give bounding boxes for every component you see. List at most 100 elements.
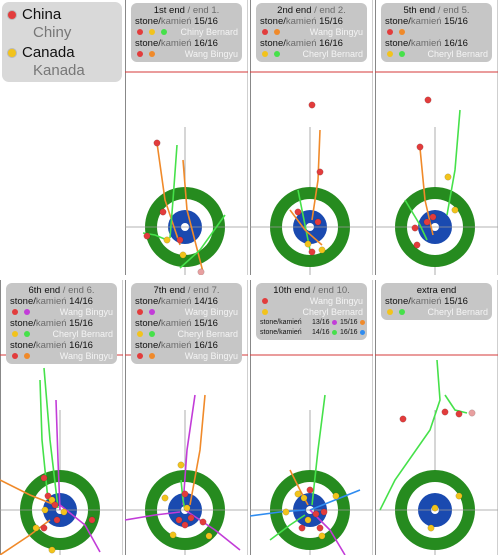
shot-row: Wang Bingyu (135, 307, 238, 318)
stone (40, 474, 48, 482)
stone-path (446, 109, 461, 216)
stone (300, 494, 308, 502)
stone (169, 531, 177, 539)
shot-marker-icon (137, 309, 143, 315)
shot-number: stone/kamień 16/16 (260, 38, 343, 49)
stone-path (184, 509, 241, 551)
stone (40, 524, 48, 532)
stone-path (311, 394, 326, 506)
stone (427, 524, 435, 532)
shot-row: Cheryl Bernard (10, 329, 113, 340)
stone (455, 492, 463, 500)
stone (153, 139, 161, 147)
shot-marker-icon (24, 309, 30, 315)
shot-marker-icon (360, 330, 365, 335)
stone-path (189, 394, 206, 506)
stone (306, 486, 314, 494)
legend: China Chiny Canada Kanada (2, 2, 122, 82)
player-name: Wang Bingyu (59, 351, 113, 361)
shot-marker-icon (274, 29, 280, 35)
shot-marker-icon (274, 51, 280, 57)
shot-marker-icon (387, 51, 393, 57)
stone-path (179, 214, 226, 269)
curling-sheet (125, 0, 248, 275)
stone (187, 514, 195, 522)
player-name: Cheryl Bernard (302, 49, 363, 59)
shot-marker-icon (149, 309, 155, 315)
shot-marker-icon (149, 51, 155, 57)
shot-marker-icon (24, 353, 30, 359)
player-name: Wang Bingyu (184, 351, 238, 361)
stone (44, 492, 52, 500)
shot-number: stone/kamień 15/16 (385, 296, 468, 307)
stone (468, 409, 476, 417)
shot-marker-icon (360, 320, 365, 325)
end-title-en: 6th end (28, 285, 61, 296)
shot-row: Wang Bingyu (260, 296, 363, 307)
stone-path (419, 147, 434, 236)
stone (199, 518, 207, 526)
stone (48, 546, 56, 554)
stone (48, 496, 56, 504)
shot-marker-icon (387, 29, 393, 35)
player-name: Cheryl Bernard (52, 329, 113, 339)
shot-row: Cheryl Bernard (385, 49, 488, 60)
end-title-en: 2nd end (277, 5, 312, 16)
stone (294, 490, 302, 498)
shot-number: stone/kamień 16/16 (385, 38, 468, 49)
player-name: Wang Bingyu (184, 49, 238, 59)
canada-marker-icon (8, 48, 16, 57)
stone-path (59, 504, 101, 553)
stone-path (156, 142, 181, 246)
legend-name: Canada (22, 44, 75, 61)
stone (176, 236, 184, 244)
stone (179, 251, 187, 259)
shot-marker-icon (399, 29, 405, 35)
stone (332, 492, 340, 500)
stone (411, 224, 419, 232)
player-name: Wang Bingyu (59, 307, 113, 317)
stone (60, 508, 68, 516)
stone (197, 268, 205, 275)
stone (181, 490, 189, 498)
shot-number: stone/kamień 16/16 (135, 38, 218, 49)
end-title: 10th end / end 10. (260, 285, 363, 296)
stone (304, 240, 312, 248)
end-title-pl: / end 10. (310, 285, 350, 296)
shot-marker-icon (262, 298, 268, 304)
shot-marker-icon (387, 309, 393, 315)
end-title-en: 7th end (153, 285, 186, 296)
stone (298, 524, 306, 532)
player-name: Chiny Bernard (180, 27, 238, 37)
curling-sheet (0, 280, 123, 555)
end-title-pl: / end 2. (311, 5, 346, 16)
stone (399, 415, 407, 423)
stone (416, 143, 424, 151)
stone (41, 506, 49, 514)
stone (181, 521, 189, 529)
stone (320, 508, 328, 516)
shot-number: stone/kamień 15/16 (385, 16, 468, 27)
end-title: 7th end / end 7. (135, 285, 238, 296)
stone-path (43, 367, 59, 509)
curling-sheet (375, 280, 498, 555)
shot-row: Cheryl Bernard (260, 49, 363, 60)
stone (455, 410, 463, 418)
stone-path (182, 394, 196, 506)
shot-row: Wang Bingyu (10, 307, 113, 318)
shot-marker-icon (137, 29, 143, 35)
shot-marker-icon (12, 309, 18, 315)
stone (316, 524, 324, 532)
end-title-pl: / end 5. (435, 5, 470, 16)
legend-item-china: China (8, 6, 61, 23)
player-name: Wang Bingyu (309, 27, 363, 37)
